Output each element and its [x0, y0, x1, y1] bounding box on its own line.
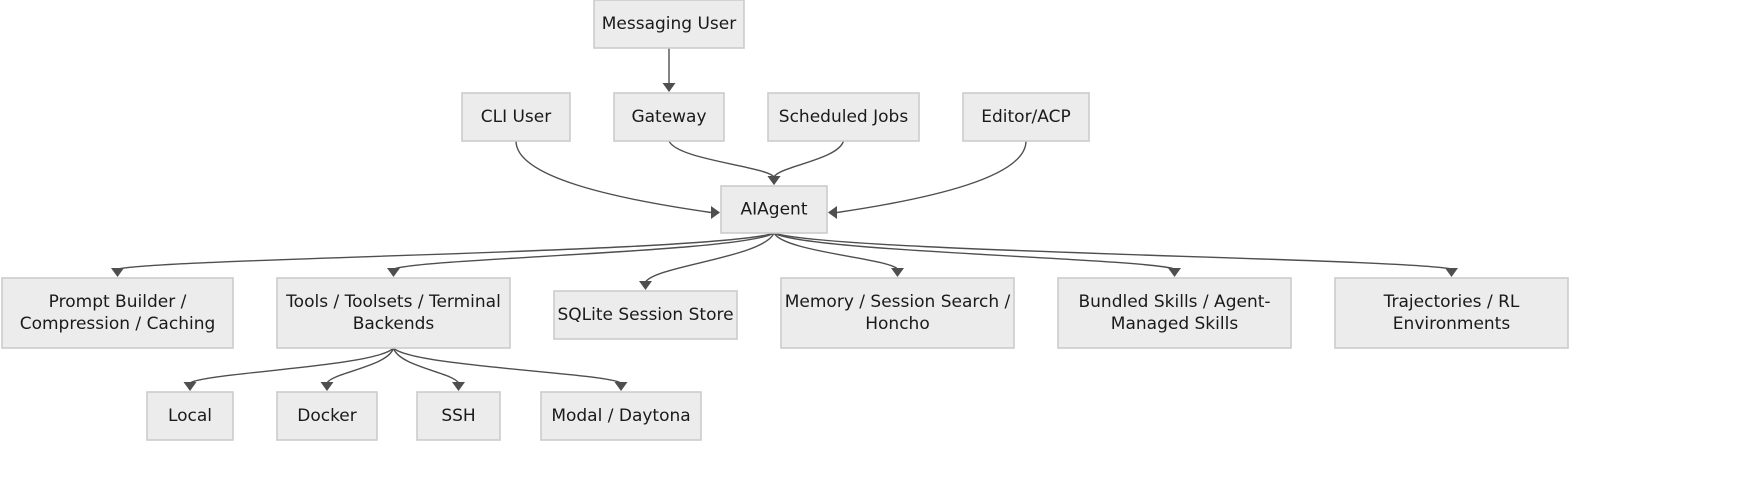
node-box-memory_search: [780, 277, 1015, 349]
node-label-memory_search: Memory / Session Search /Honcho: [785, 292, 1011, 334]
node-aiagent[interactable]: AIAgent: [720, 185, 828, 234]
edge-gateway-to-aiagent: [668, 140, 775, 178]
edge-aiagent-to-memory_search: [773, 232, 899, 270]
edge-aiagent-to-trajectories: [773, 232, 1452, 270]
arrowhead-tools_toolsets-to-ssh: [452, 382, 465, 391]
node-label-messaging_user: Messaging User: [602, 14, 737, 34]
node-memory_search[interactable]: Memory / Session Search /Honcho: [780, 277, 1015, 349]
node-box-editor_acp: [962, 92, 1090, 142]
node-sqlite_store[interactable]: SQLite Session Store: [553, 290, 738, 340]
node-box-cli_user: [461, 92, 571, 142]
arrowhead-editor_acp-to-aiagent: [828, 206, 837, 219]
node-label-editor_acp: Editor/ACP: [981, 107, 1071, 127]
edge-aiagent-to-tools_toolsets: [393, 232, 775, 270]
edge-aiagent-to-prompt_builder: [117, 232, 775, 270]
node-label-sqlite_store: SQLite Session Store: [557, 305, 733, 325]
node-box-aiagent: [720, 185, 828, 234]
arrowhead-aiagent-to-trajectories: [1445, 268, 1458, 277]
arrowhead-scheduled_jobs-to-aiagent: [767, 176, 781, 185]
node-label-modal_daytona: Modal / Daytona: [551, 406, 690, 426]
edge-scheduled_jobs-to-aiagent: [773, 140, 845, 178]
node-label-gateway: Gateway: [631, 107, 706, 127]
node-box-bundled_skills: [1057, 277, 1292, 349]
edge-cli_user-to-aiagent: [515, 140, 712, 214]
edge-tools_toolsets-to-docker: [326, 347, 395, 384]
node-cli_user[interactable]: CLI User: [461, 92, 571, 142]
node-ssh[interactable]: SSH: [416, 391, 501, 441]
node-box-messaging_user: [593, 0, 745, 49]
node-local[interactable]: Local: [146, 391, 234, 441]
node-label-cli_user: CLI User: [481, 107, 552, 127]
arrowhead-aiagent-to-sqlite_store: [639, 281, 652, 290]
arrowhead-aiagent-to-prompt_builder: [111, 268, 124, 277]
node-box-gateway: [613, 92, 725, 142]
node-prompt_builder[interactable]: Prompt Builder /Compression / Caching: [1, 277, 234, 349]
node-box-tools_toolsets: [276, 277, 511, 349]
edge-tools_toolsets-to-ssh: [392, 347, 460, 384]
node-label-scheduled_jobs: Scheduled Jobs: [779, 107, 909, 127]
node-box-modal_daytona: [540, 391, 702, 441]
node-gateway[interactable]: Gateway: [613, 92, 725, 142]
node-box-scheduled_jobs: [767, 92, 920, 142]
arrowhead-tools_toolsets-to-local: [183, 382, 197, 391]
node-label-prompt_builder: Prompt Builder /Compression / Caching: [20, 292, 216, 334]
edge-editor_acp-to-aiagent: [836, 140, 1027, 214]
arrowhead-cli_user-to-aiagent: [711, 206, 720, 219]
edge-tools_toolsets-to-local: [189, 347, 395, 384]
arrowhead-tools_toolsets-to-modal_daytona: [614, 382, 628, 391]
arrowhead-aiagent-to-bundled_skills: [1168, 268, 1181, 277]
node-box-trajectories: [1334, 277, 1569, 349]
arrowhead-tools_toolsets-to-docker: [320, 382, 334, 391]
edge-aiagent-to-bundled_skills: [773, 232, 1175, 270]
edge-layer: [111, 48, 1458, 391]
node-scheduled_jobs[interactable]: Scheduled Jobs: [767, 92, 920, 142]
node-box-sqlite_store: [553, 290, 738, 340]
node-box-local: [146, 391, 234, 441]
node-modal_daytona[interactable]: Modal / Daytona: [540, 391, 702, 441]
node-label-docker: Docker: [297, 406, 357, 426]
node-box-prompt_builder: [1, 277, 234, 349]
arrowhead-aiagent-to-tools_toolsets: [387, 268, 400, 277]
edge-aiagent-to-sqlite_store: [644, 232, 775, 283]
node-label-aiagent: AIAgent: [741, 200, 808, 220]
edge-tools_toolsets-to-modal_daytona: [393, 347, 622, 384]
arrowhead-aiagent-to-memory_search: [891, 268, 904, 277]
node-label-ssh: SSH: [441, 406, 475, 426]
node-label-local: Local: [168, 406, 212, 426]
node-bundled_skills[interactable]: Bundled Skills / Agent-Managed Skills: [1057, 277, 1292, 349]
node-box-ssh: [416, 391, 501, 441]
node-editor_acp[interactable]: Editor/ACP: [962, 92, 1090, 142]
node-box-docker: [276, 391, 378, 441]
node-docker[interactable]: Docker: [276, 391, 378, 441]
node-label-bundled_skills: Bundled Skills / Agent-Managed Skills: [1078, 292, 1270, 334]
arrowhead-messaging_user-to-gateway: [662, 83, 676, 92]
node-messaging_user[interactable]: Messaging User: [593, 0, 745, 49]
